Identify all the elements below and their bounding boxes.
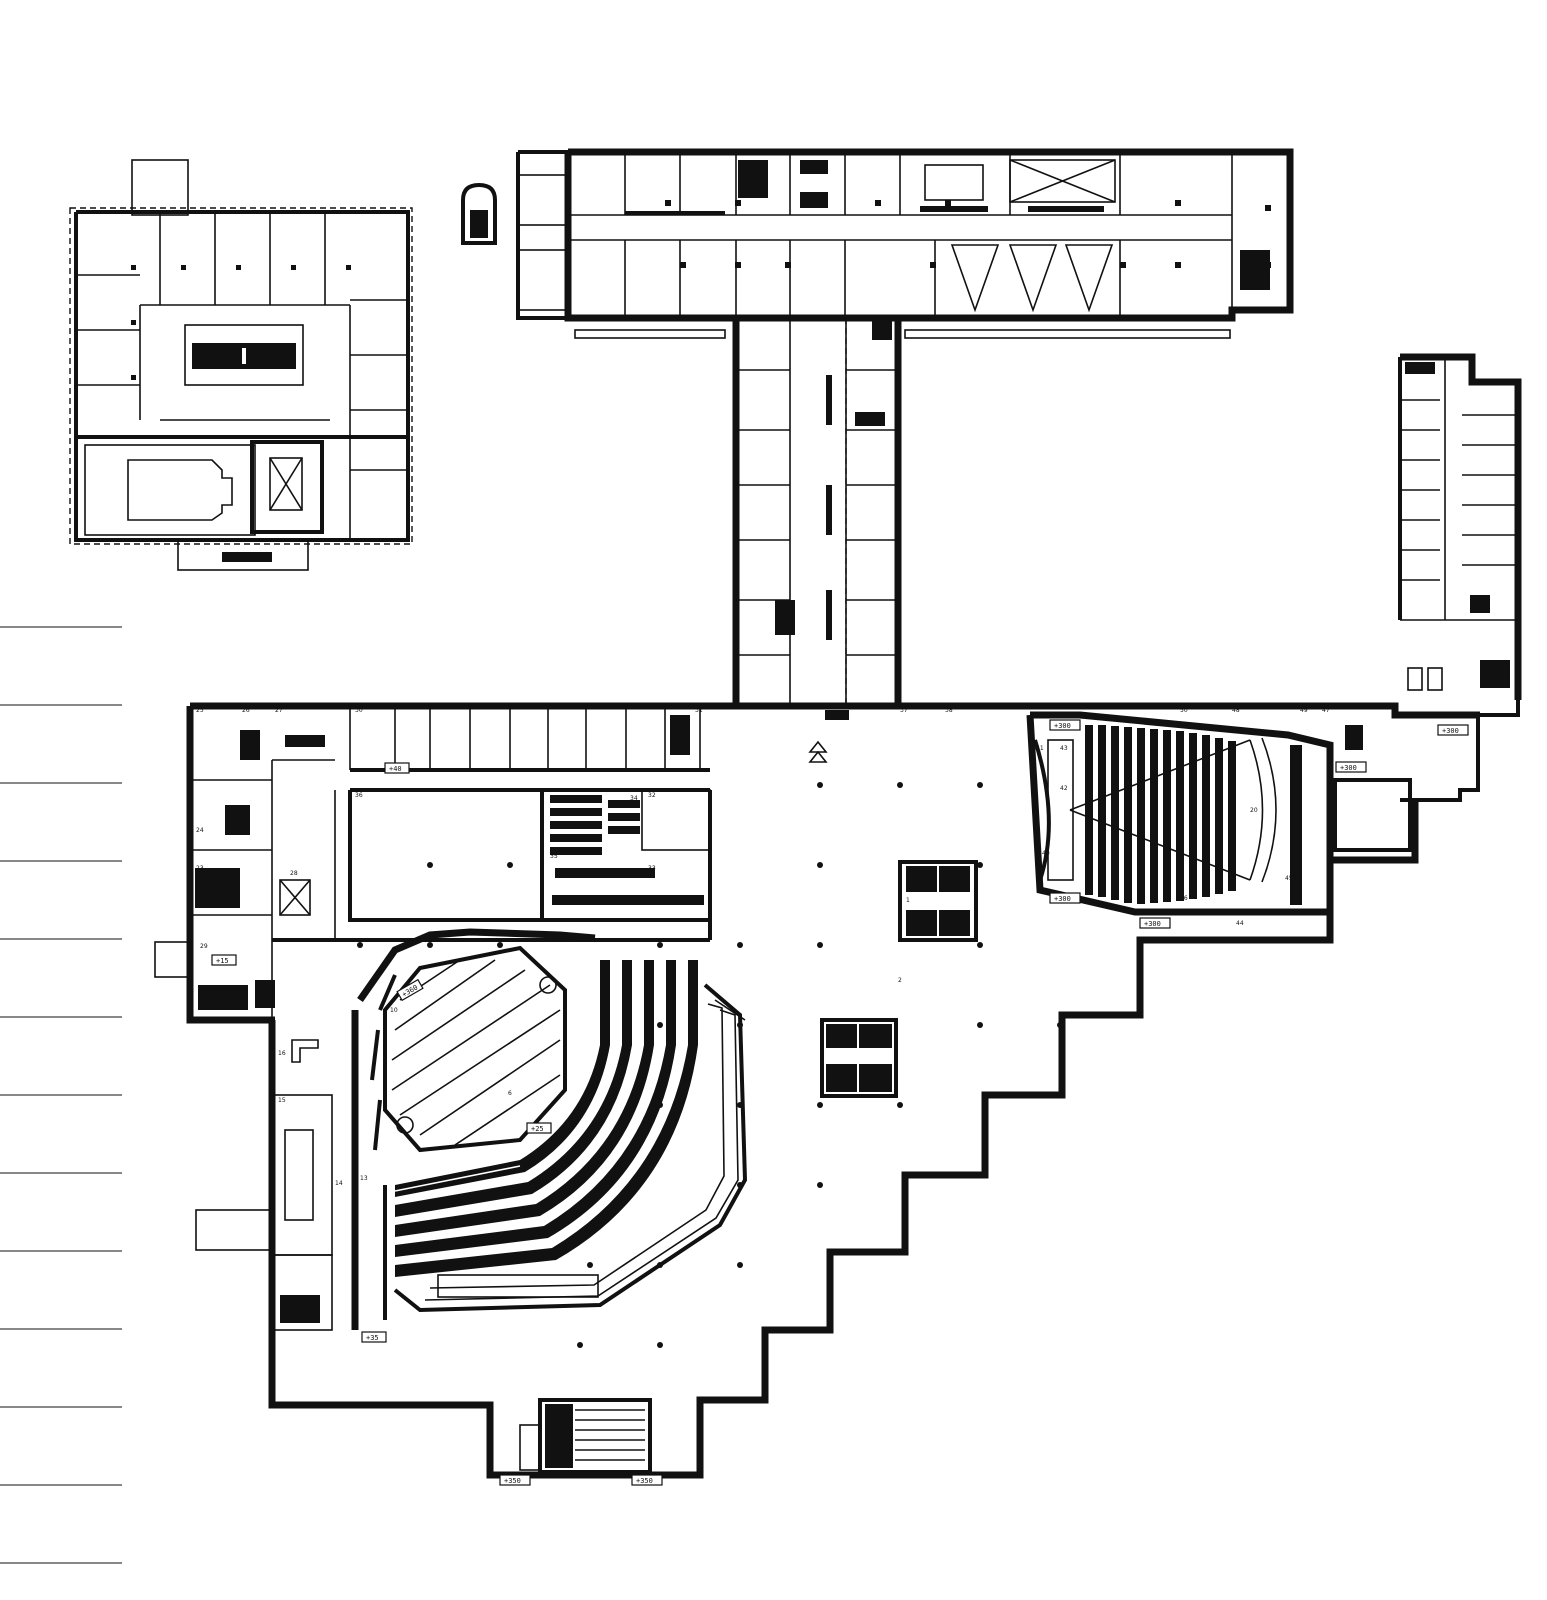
room-number: 48	[1232, 707, 1240, 714]
room-number: 50	[1180, 707, 1188, 714]
room-number: 26	[242, 707, 250, 714]
room-number: 36	[355, 792, 363, 799]
room-numbers: 1 2 6 10 13 14 15 16 20 23 24 25 26 27 2…	[196, 707, 1330, 1187]
room-number: 33	[648, 865, 656, 872]
level-tag-text: +300	[1442, 727, 1459, 735]
room-number: 43	[1060, 745, 1068, 752]
central-corridor-wing	[732, 318, 902, 706]
room-number: 30	[355, 707, 363, 714]
level-tag-text: +40	[389, 765, 402, 773]
level-tag: +15	[211, 954, 237, 966]
room-number: 40	[1042, 850, 1050, 857]
room-number: 44	[1236, 920, 1244, 927]
room-number: 37	[900, 707, 908, 714]
room-number: 13	[360, 1175, 368, 1182]
right-lecture-theatre	[1026, 711, 1412, 916]
room-number: 10	[390, 1007, 398, 1014]
office-strip	[190, 706, 701, 1020]
theatre-seating	[1085, 725, 1236, 904]
level-tag: +300	[1335, 761, 1367, 773]
administration-wing	[461, 148, 1294, 340]
room-number: 42	[1060, 785, 1068, 792]
room-number: 46	[1180, 895, 1188, 902]
foyer	[357, 782, 1063, 1348]
level-tag: +25	[526, 1122, 552, 1134]
level-tag-text: +15	[216, 957, 229, 965]
level-tag-text: +300	[1144, 920, 1161, 928]
level-tag-text: +35	[366, 1334, 379, 1342]
office-strip-fills	[195, 715, 690, 1010]
entrance-stair	[519, 1398, 652, 1474]
room-number: 14	[335, 1180, 343, 1187]
small-lecture-hall	[550, 789, 711, 905]
room-number: 28	[290, 870, 298, 877]
level-tag-text: +300	[1054, 895, 1071, 903]
right-residential-wing	[1398, 353, 1522, 802]
room-number: 45	[1285, 875, 1293, 882]
level-tag: +300	[1437, 724, 1469, 736]
room-number: 25	[196, 707, 204, 714]
room-number: 31	[695, 707, 703, 714]
room-number: 23	[196, 865, 204, 872]
level-tag: +40	[384, 762, 410, 774]
main-auditorium	[351, 928, 748, 1330]
room-number: 32	[648, 792, 656, 799]
level-tag-text: +350	[504, 1477, 521, 1485]
level-tag: +350	[499, 1474, 531, 1486]
room-number: 16	[278, 1050, 286, 1057]
level-tag-text: +350	[636, 1477, 653, 1485]
level-tag: +35	[361, 1331, 387, 1343]
room-number: 20	[1250, 807, 1258, 814]
auditorium-service	[154, 941, 333, 1331]
auditorium-seating	[395, 960, 698, 1277]
main-level-walls	[186, 702, 1480, 1479]
room-number: 49	[1300, 707, 1308, 714]
level-tag-text: +25	[531, 1125, 544, 1133]
margin-rules	[0, 626, 122, 1564]
room-number: 34	[630, 795, 638, 802]
level-tags: +300 +300 +300 +300 +300 +350 +350 +360 …	[211, 719, 1469, 1486]
entrance-arrow-icon	[808, 710, 849, 763]
room-number: 2	[898, 977, 902, 984]
level-tag-text: +300	[1054, 722, 1071, 730]
room-number: 6	[508, 1090, 512, 1097]
key-plan-inset	[69, 159, 413, 571]
room-number: 38	[945, 707, 953, 714]
room-number: 35	[550, 853, 558, 860]
room-number: 27	[275, 707, 283, 714]
level-tag: +350	[631, 1474, 663, 1486]
level-tag: +300	[1049, 892, 1081, 904]
room-number: 24	[196, 827, 204, 834]
level-tag: +300	[1139, 917, 1171, 929]
room-number: 1	[906, 897, 910, 904]
room-number: 41	[1036, 745, 1044, 752]
room-number: 47	[1322, 707, 1330, 714]
level-tag: +300	[1049, 719, 1081, 731]
room-number: 29	[200, 943, 208, 950]
level-tag-text: +300	[1340, 764, 1357, 772]
room-number: 15	[278, 1097, 286, 1104]
